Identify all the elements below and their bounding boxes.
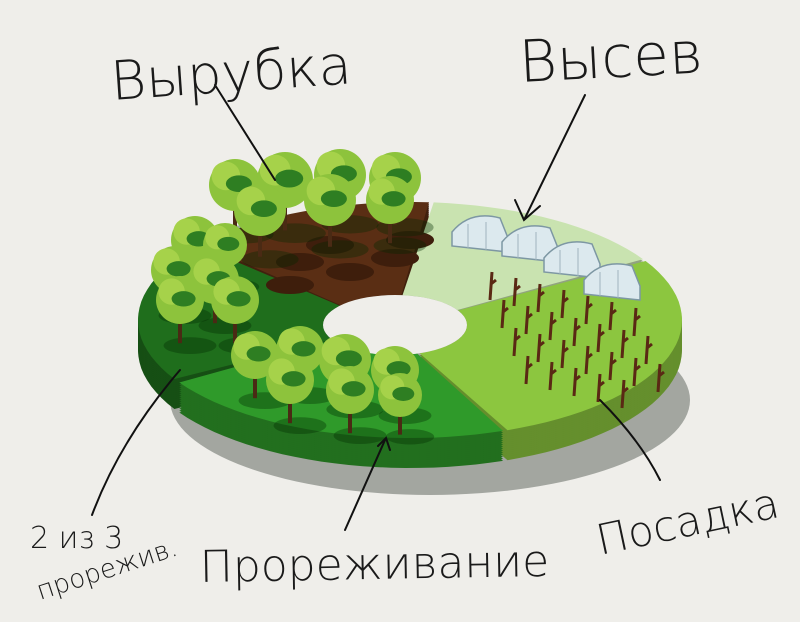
greenhouse-icon [451,215,509,253]
greenhouse-frame [517,232,537,260]
tree-crown-shade [341,381,366,397]
tree-crown-shade [320,190,347,208]
seedling-icon [632,357,641,387]
soil-patch [371,249,419,267]
seedling-icon [596,323,605,353]
tree-crown-shade [226,291,251,307]
tree-icon [326,366,387,444]
soil-patch [276,253,324,271]
tree-shadow [241,250,299,269]
arrow-thinning [344,436,391,531]
greenhouse-icon [543,241,601,279]
seedling-icon [596,373,605,403]
seedling-icon [500,299,509,329]
arrow-planting [599,399,661,481]
seedling-icon [512,327,521,357]
soil-patch [326,263,374,281]
greenhouse-body [543,241,601,279]
seedling-icon [620,379,629,409]
label-clearcut: Вырубка [109,33,354,113]
seedling-icon [608,301,617,331]
seedling-icon [608,351,617,381]
seedling-icon [536,333,545,363]
seedling-icon [560,339,569,369]
seedling-icon [584,345,593,375]
seedling-icon [536,283,545,313]
seedling-icon [644,335,653,365]
tree-crown-shade [250,200,277,218]
greenhouse-icon [583,263,641,301]
greenhouse-frame [599,270,619,298]
tree-shadow [264,223,326,243]
seedling-icon [572,367,581,397]
label-pointers [91,84,661,531]
tree-crown-shade [335,350,362,368]
seedling-icon [560,289,569,319]
label-thinning23-line1: 2 из 3 [30,521,123,556]
label-thinning: Прореживание [199,536,549,593]
tree-shadow [273,417,327,434]
tree-icon [378,373,435,445]
tree-icon [234,184,299,269]
soil-patch [386,231,434,249]
segment-planting [419,261,682,431]
seedling-icon [524,355,533,385]
tree-crown-shade [386,361,411,377]
arrow-sowing [514,94,586,222]
arrow-clearcut [214,84,276,181]
tree-shadow [333,427,387,444]
greenhouse-body [501,225,559,263]
tree-crown-shade [246,346,271,362]
tree-crown-shade [392,386,415,401]
seedling-icon [632,307,641,337]
seedling-icon [656,363,665,393]
tree-crown-shade [275,169,304,188]
tree-crown-shade [281,371,306,387]
tree-shadow [373,237,427,255]
seedling-icon [548,361,557,391]
ring-decorations [151,149,665,445]
tree-icon [304,174,369,259]
tree-icon [156,276,217,354]
arrow-thinning23 [91,369,181,516]
greenhouse-icon [501,225,559,263]
tree-shadow [311,240,369,259]
greenhouse-frame [559,248,579,276]
tree-crown-shade [217,236,240,251]
seedling-icon [488,271,497,301]
tree-icon [366,176,427,255]
tree-shadow [385,429,435,445]
soil-patch [266,276,314,294]
tree-shadow [163,337,217,354]
greenhouse-body [583,263,641,301]
seedling-icon [584,295,593,325]
tree-crown-shade [166,261,191,277]
seedling-icon [548,311,557,341]
seedling-icon [512,277,521,307]
tree-icon [266,356,327,434]
tree-crown-shade [291,341,316,357]
greenhouse-body [451,215,509,253]
label-planting: Посадка [592,478,783,564]
seedling-icon [620,329,629,359]
greenhouse-frame [467,222,487,250]
label-sowing: Высев [517,18,704,96]
tree-crown-shade [381,191,406,207]
seedling-icon [524,305,533,335]
seedling-icon [572,317,581,347]
tree-crown-shade [171,291,196,307]
